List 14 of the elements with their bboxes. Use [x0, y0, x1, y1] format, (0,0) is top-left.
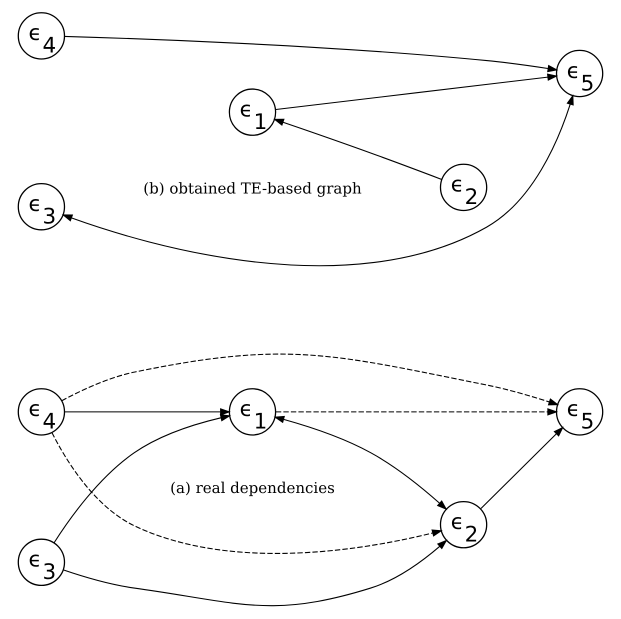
label: (b) obtained TE-based graph	[143, 179, 362, 198]
arrow	[62, 354, 560, 406]
label: (a) real dependencies	[170, 479, 335, 498]
arrow	[54, 414, 232, 544]
arrow	[273, 118, 442, 180]
arrow	[51, 432, 443, 554]
arrow	[64, 408, 231, 416]
arrow	[276, 73, 558, 110]
arrow	[274, 416, 448, 510]
arrow	[62, 94, 574, 266]
arrow	[63, 539, 448, 606]
arrow	[480, 426, 564, 509]
arrow	[64, 36, 558, 72]
arrow	[276, 408, 558, 416]
